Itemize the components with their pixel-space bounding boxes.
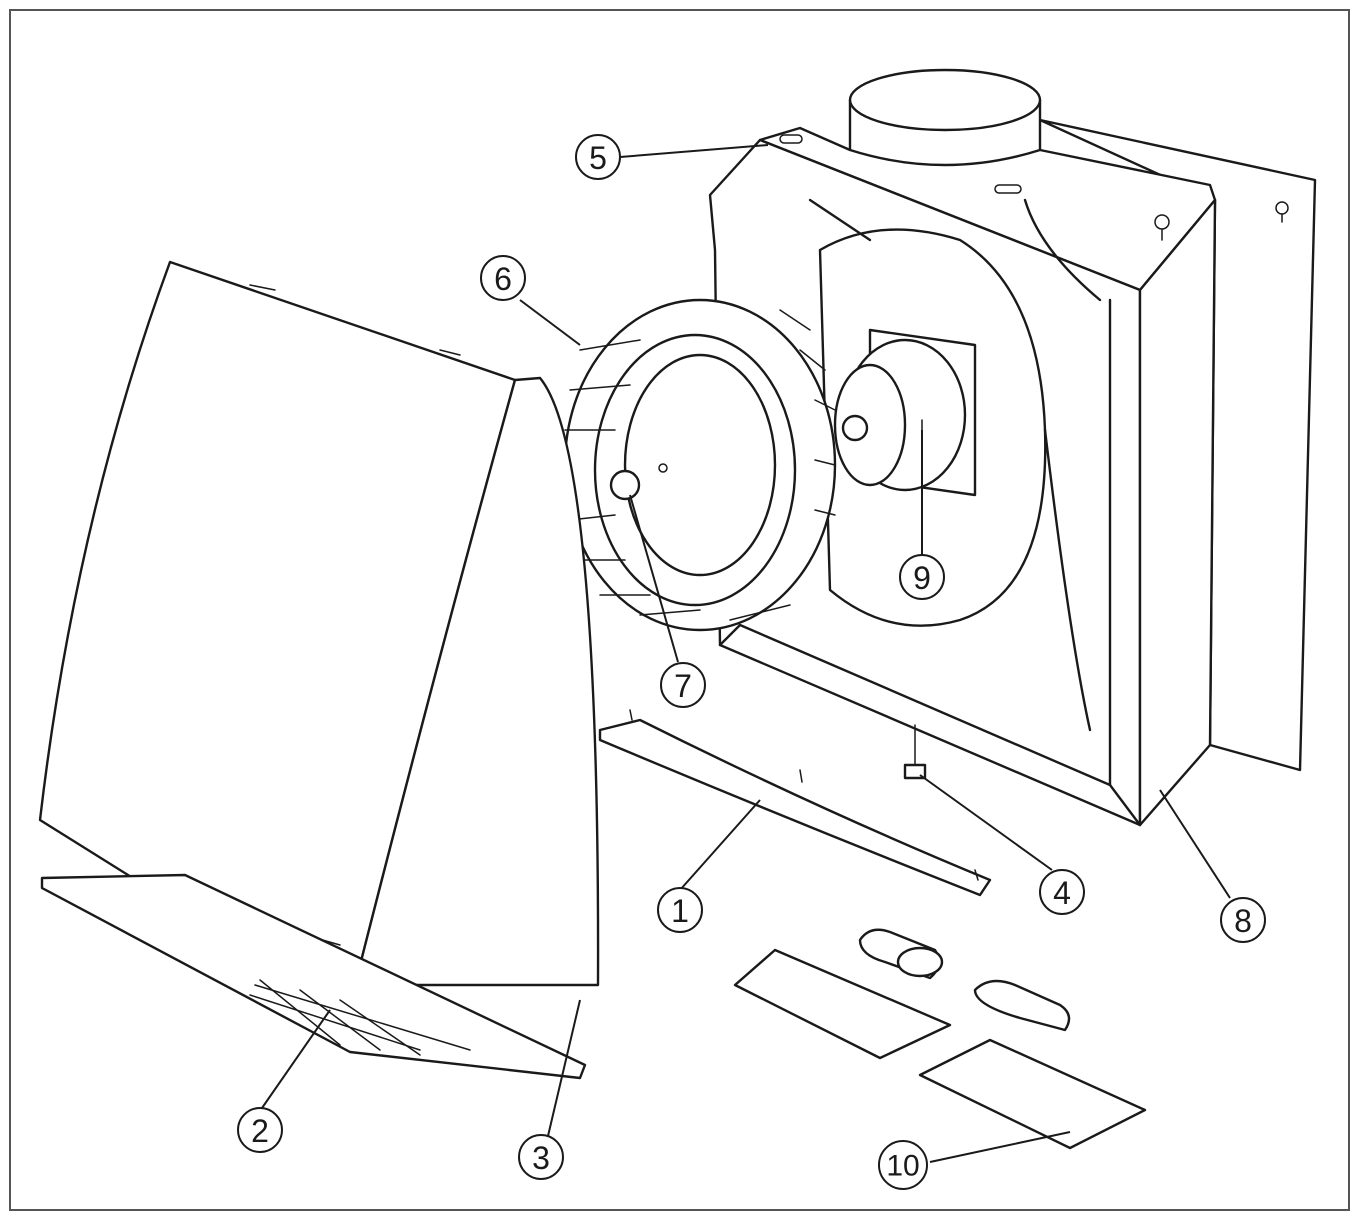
spares — [733, 928, 1147, 1150]
callout-label-5: 5 — [589, 140, 607, 176]
callout-label-6: 6 — [494, 261, 512, 297]
leader-6 — [519, 299, 581, 346]
callout-2: 2 — [237, 1107, 283, 1153]
callout-5: 5 — [575, 134, 621, 180]
filter — [40, 873, 587, 1080]
leader-1 — [679, 799, 761, 891]
callout-10: 10 — [878, 1140, 928, 1190]
callout-label-10: 10 — [886, 1150, 919, 1183]
callout-1: 1 — [657, 887, 703, 933]
callout-label-3: 3 — [532, 1140, 550, 1176]
leader-10 — [929, 1131, 1071, 1163]
callout-label-7: 7 — [674, 668, 692, 704]
motor — [833, 328, 977, 561]
callout-label-8: 8 — [1234, 903, 1252, 939]
callout-label-2: 2 — [251, 1113, 269, 1149]
callout-4: 4 — [1039, 869, 1085, 915]
callout-7: 7 — [660, 662, 706, 708]
leader-3 — [547, 999, 581, 1137]
leader-lines — [261, 144, 1231, 1163]
callout-label-1: 1 — [671, 893, 689, 929]
callout-3: 3 — [518, 1134, 564, 1180]
strip — [598, 709, 992, 897]
leader-7 — [629, 494, 679, 663]
callout-label-9: 9 — [913, 560, 931, 596]
impeller — [563, 298, 837, 632]
leader-5 — [619, 144, 769, 158]
leader-2 — [261, 1009, 331, 1109]
callout-label-4: 4 — [1053, 875, 1071, 911]
callout-8: 8 — [1220, 897, 1266, 943]
cover — [38, 260, 600, 987]
callout-9: 9 — [899, 554, 945, 600]
leader-4 — [919, 774, 1053, 871]
callout-6: 6 — [480, 255, 526, 301]
leader-8 — [1159, 789, 1231, 899]
